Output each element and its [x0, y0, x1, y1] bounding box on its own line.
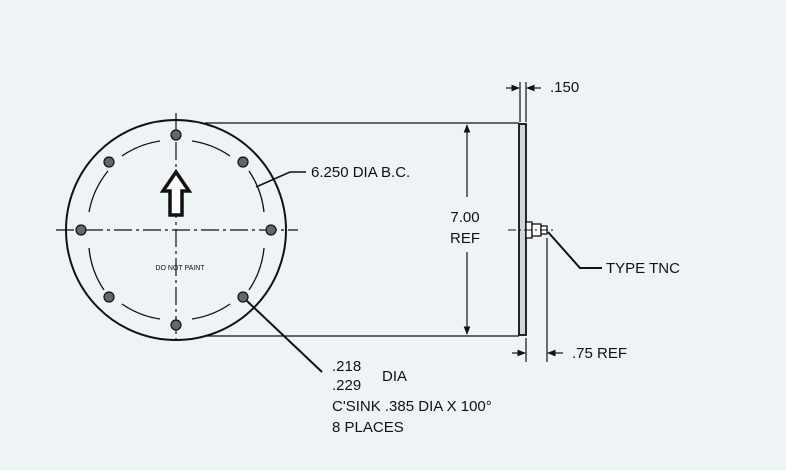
- height-ref: REF: [450, 230, 480, 247]
- thickness-value: .150: [550, 79, 579, 96]
- bolt-hole: [170, 319, 182, 331]
- connector-leader: [547, 231, 602, 269]
- hole-csink: C'SINK .385 DIA X 100°: [332, 398, 492, 415]
- hole-note-leader: [246, 300, 323, 373]
- height-value: 7.00: [450, 209, 479, 226]
- hole-note: .218 .229 DIA C'SINK .385 DIA X 100° 8 P…: [332, 358, 492, 436]
- bolt-hole: [103, 291, 115, 303]
- front-view: DO NOT PAINT: [56, 113, 298, 345]
- bolt-circle-leader: [255, 171, 306, 188]
- hole-places: 8 PLACES: [332, 419, 404, 436]
- center-lines: [56, 113, 298, 345]
- connector-depth-value: .75 REF: [572, 345, 627, 362]
- hole-dia-suffix: DIA: [382, 368, 407, 385]
- bolt-hole: [237, 156, 249, 168]
- hole-dia-lower: .229: [332, 377, 361, 394]
- connector-label: TYPE TNC: [606, 260, 680, 277]
- orientation-arrow-icon: [159, 168, 193, 217]
- do-not-paint-label: DO NOT PAINT: [155, 265, 205, 272]
- extension-lines: [205, 82, 548, 362]
- bolt-holes: [75, 129, 277, 331]
- hole-dia-upper: .218: [332, 358, 361, 375]
- bolt-hole: [75, 224, 87, 236]
- bolt-hole: [103, 156, 115, 168]
- side-view: [508, 123, 556, 336]
- bolt-circle: [88, 140, 265, 320]
- bolt-circle-label: 6.250 DIA B.C.: [311, 164, 410, 181]
- bolt-hole: [265, 224, 277, 236]
- bolt-hole: [237, 291, 249, 303]
- bolt-hole: [170, 129, 182, 141]
